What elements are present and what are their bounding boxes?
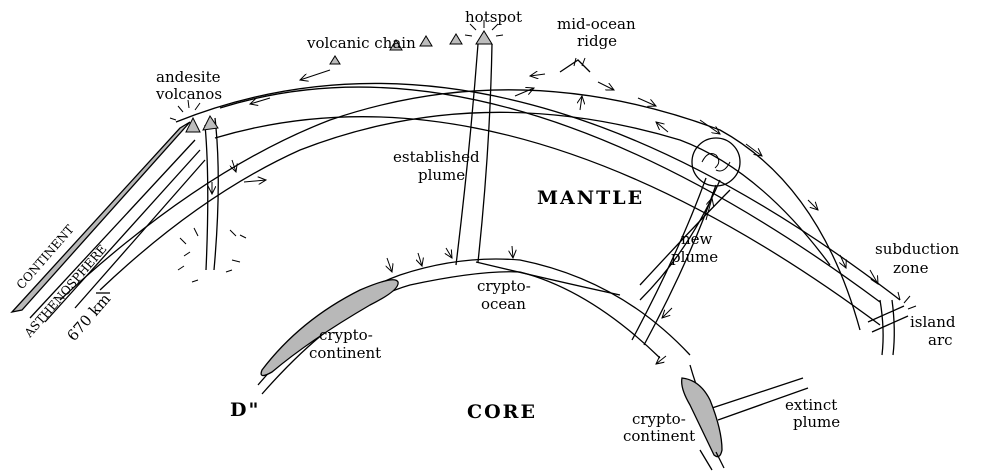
convection-arrows — [212, 69, 878, 364]
mid-ocean-ridge — [559, 57, 591, 73]
label-crypto-ocean-1: crypto- — [477, 277, 531, 295]
label-d-double-prime: D" — [230, 399, 260, 421]
label-crypto-ocean-2: ocean — [481, 295, 526, 313]
670km-boundary — [99, 111, 831, 291]
label-hotspot: hotspot — [465, 8, 522, 26]
crypto-continent-left — [260, 279, 399, 377]
continent-slab — [10, 121, 206, 323]
label-island-arc-1: island — [910, 313, 956, 331]
hotspot-burst-icon — [464, 20, 504, 37]
label-island-arc-2: arc — [928, 331, 953, 349]
label-crypto-continent-right-2: continent — [623, 427, 695, 445]
label-mid-ocean-1: mid-ocean — [557, 15, 636, 33]
label-andesite-1: andesite — [156, 68, 221, 86]
asthenosphere-arc — [59, 89, 861, 331]
label-crypto-continent-left-1: crypto- — [319, 326, 373, 344]
label-established-2: plume — [418, 166, 465, 184]
label-subduction-2: zone — [893, 259, 929, 277]
label-mid-ocean-2: ridge — [577, 32, 617, 50]
slab-fragments — [177, 227, 247, 283]
label-new-plume-1: new — [681, 230, 713, 248]
label-subduction-1: subduction — [875, 240, 959, 258]
island-arc-subduction — [867, 291, 917, 356]
label-established-1: established — [393, 148, 480, 166]
label-andesite-2: volcanos — [155, 85, 222, 103]
crypto-continent-right — [681, 377, 723, 458]
label-volcanic-chain: volcanic chain — [306, 34, 416, 52]
volcanic-chain-icons — [329, 30, 493, 65]
label-new-plume-2: plume — [671, 248, 718, 266]
subducting-slab — [204, 117, 219, 271]
label-670km: 670 km — [63, 290, 114, 345]
label-mantle: MANTLE — [537, 187, 644, 209]
label-crypto-continent-left-2: continent — [309, 344, 381, 362]
label-extinct-plume-1: extinct — [785, 396, 837, 414]
label-crypto-continent-right-1: crypto- — [632, 410, 686, 428]
established-plume — [455, 43, 493, 266]
label-extinct-plume-2: plume — [793, 413, 840, 431]
label-core: CORE — [467, 401, 537, 423]
andesite-volcano-icons — [169, 99, 219, 133]
